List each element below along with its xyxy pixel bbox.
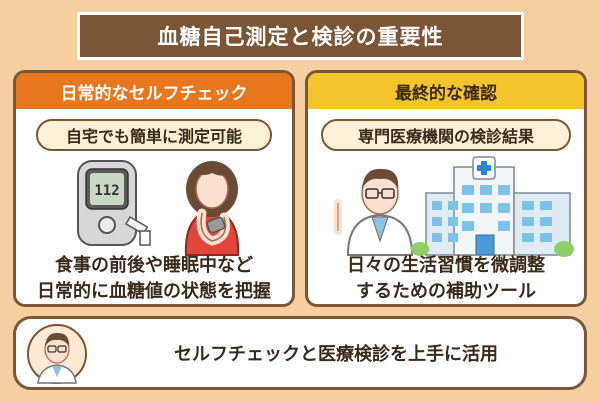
doctor-icon bbox=[334, 168, 414, 256]
self-check-text: 食事の前後や睡眠中など 日常的に血糖値の状態を把握 bbox=[16, 253, 292, 304]
glucose-meter-icon: 112 bbox=[77, 160, 151, 246]
final-check-pill: 専門医療機関の検診結果 bbox=[321, 119, 571, 151]
summary-banner: セルフチェックと医療検診を上手に活用 bbox=[13, 316, 587, 390]
meter-reading: 112 bbox=[94, 183, 119, 199]
self-check-pill: 自宅でも簡単に測定可能 bbox=[36, 119, 272, 151]
hospital-icon bbox=[411, 156, 574, 257]
self-check-text-line2: 日常的に血糖値の状態を把握 bbox=[37, 281, 271, 302]
self-check-header: 日常的なセルフチェック bbox=[16, 73, 292, 109]
final-check-illustration bbox=[334, 156, 574, 257]
self-check-text-line1: 食事の前後や睡眠中など bbox=[55, 255, 253, 276]
woman-with-sensor-icon bbox=[184, 161, 240, 256]
doctor-avatar-icon bbox=[27, 324, 87, 384]
final-check-card: 最終的な確認 専門医療機関の検診結果 bbox=[305, 70, 587, 307]
self-check-card: 日常的なセルフチェック 自宅でも簡単に測定可能 112 食事の前後や睡眠中など … bbox=[13, 70, 295, 307]
final-check-text-line1: 日々の生活習慣を微調整 bbox=[347, 255, 545, 276]
final-check-header: 最終的な確認 bbox=[308, 73, 584, 109]
final-check-text: 日々の生活習慣を微調整 するための補助ツール bbox=[308, 253, 584, 304]
page-title: 血糖自己測定と検診の重要性 bbox=[77, 12, 524, 60]
self-check-illustration: 112 bbox=[77, 160, 240, 256]
summary-text: セルフチェックと医療検診を上手に活用 bbox=[174, 344, 498, 365]
final-check-text-line2: するための補助ツール bbox=[356, 281, 536, 302]
